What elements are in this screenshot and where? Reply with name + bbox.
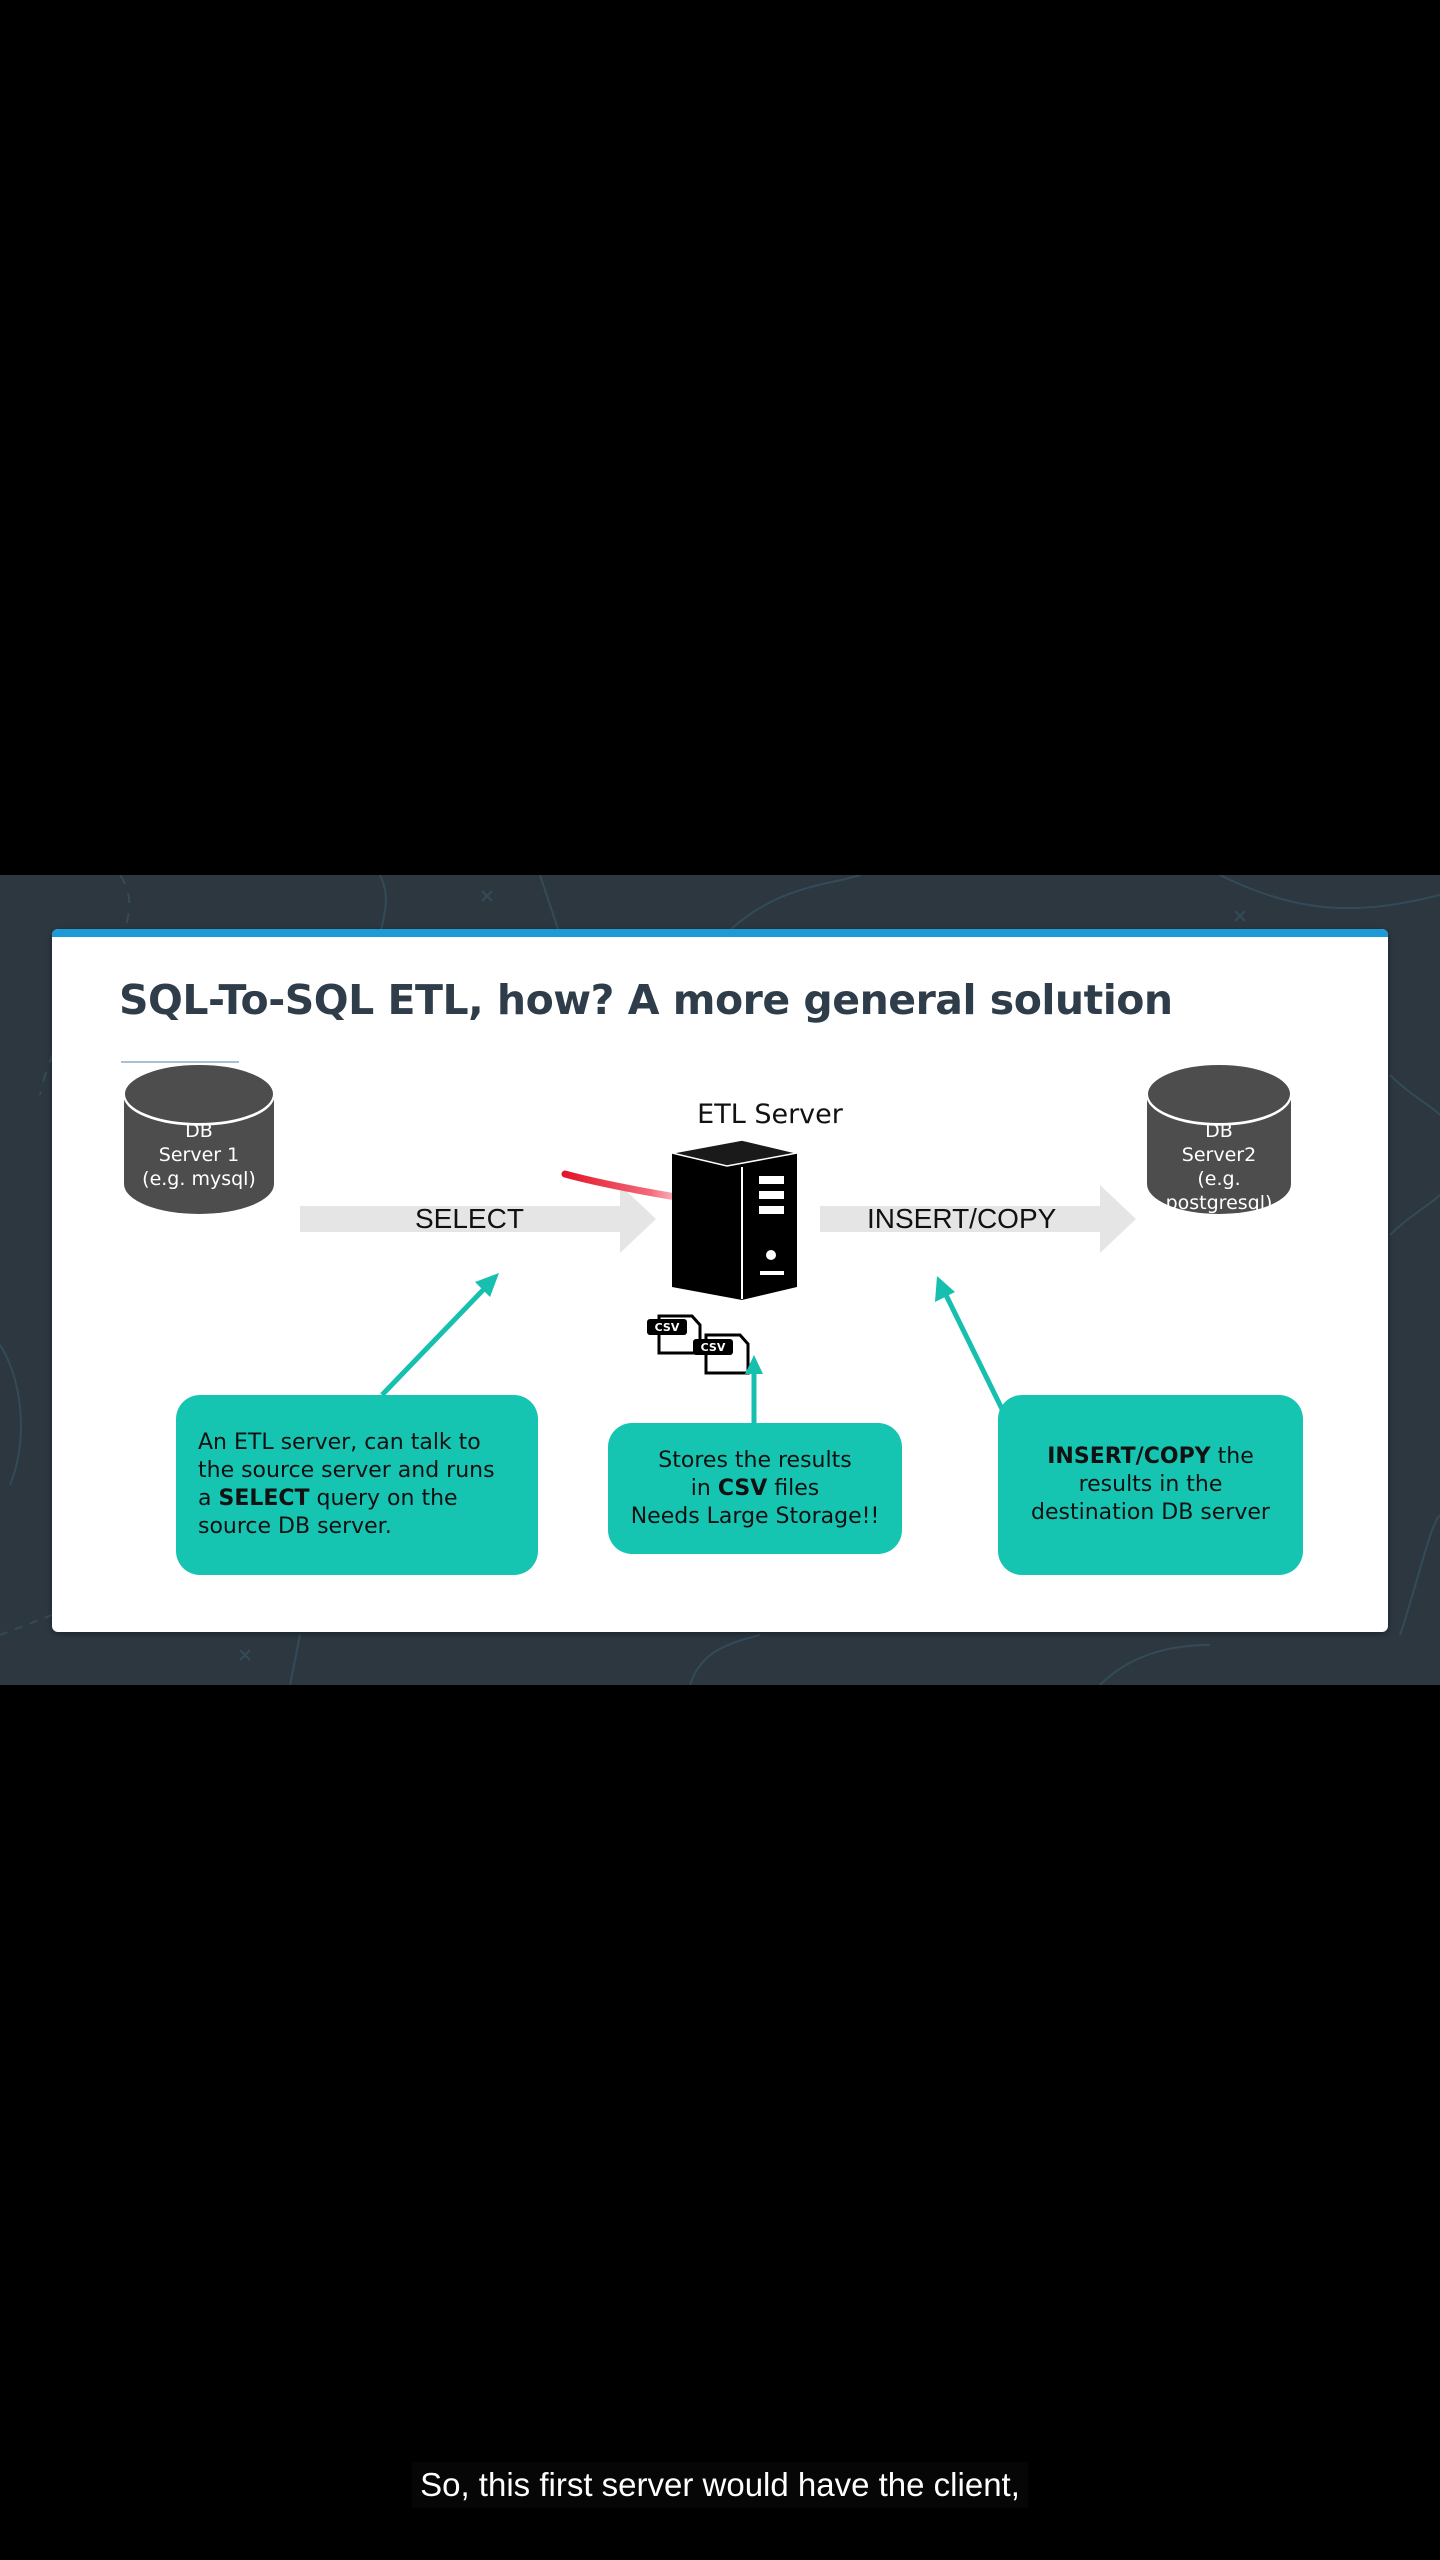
select-arrow-label: SELECT — [415, 1203, 524, 1234]
db-destination-label: DB Server2 (e.g. postgresql) — [1165, 1120, 1273, 1214]
callout-middle-line-2-post: files — [767, 1475, 820, 1501]
csv-file-icon: CSV — [647, 1314, 702, 1355]
insert-copy-arrow-label: INSERT/COPY — [867, 1203, 1057, 1234]
background-doodles — [0, 875, 1440, 1685]
callout-middle-line-1: Stores the results — [658, 1447, 852, 1473]
callout-left-line-3-pre: a — [198, 1486, 219, 1511]
callout-left: An ETL server, can talk to the source se… — [176, 1395, 538, 1575]
callout-left-line-1: An ETL server, can talk to — [198, 1430, 481, 1455]
subtitle-text: So, this first server would have the cli… — [412, 2462, 1028, 2508]
callout-middle-pointer-arrow — [745, 1355, 763, 1429]
svg-text:CSV: CSV — [701, 1341, 726, 1354]
db-destination-cylinder-icon — [1146, 1063, 1292, 1214]
db-source-label: DB Server 1 (e.g. mysql) — [142, 1120, 256, 1190]
svg-text:CSV: CSV — [655, 1321, 680, 1334]
insert-copy-arrow — [820, 1185, 1136, 1253]
server-tower-icon — [671, 1139, 798, 1300]
callout-right-line-1-post: the — [1210, 1444, 1254, 1469]
slide: SQL-To-SQL ETL, how? A more general solu… — [52, 929, 1388, 1632]
callout-left-select-keyword: SELECT — [218, 1486, 310, 1511]
callout-right: INSERT/COPY the results in the destinati… — [998, 1395, 1303, 1575]
callout-right-insert-copy-keyword: INSERT/COPY — [1047, 1444, 1211, 1469]
video-subtitle: So, this first server would have the cli… — [0, 2462, 1440, 2508]
callout-left-pointer-arrow — [380, 1273, 499, 1397]
slide-title: SQL-To-SQL ETL, how? A more general solu… — [119, 976, 1173, 1024]
callout-middle: Stores the results in CSV files Needs La… — [608, 1423, 902, 1554]
callout-right-line-3: destination DB server — [1031, 1500, 1270, 1525]
callout-middle-csv-keyword: CSV — [717, 1475, 768, 1501]
etl-server-label: ETL Server — [697, 1099, 843, 1130]
slide-accent-bar — [52, 929, 1388, 937]
callout-left-line-3-post: query on the — [309, 1486, 458, 1511]
db-source-cylinder-icon — [123, 1063, 275, 1214]
callout-right-pointer-arrow — [935, 1276, 1005, 1411]
callout-left-line-2: the source server and runs — [198, 1458, 495, 1483]
video-frame: SQL-To-SQL ETL, how? A more general solu… — [0, 875, 1440, 1685]
callout-left-line-4: source DB server. — [198, 1514, 392, 1539]
callout-middle-line-2-pre: in — [690, 1475, 718, 1501]
callout-right-line-2: results in the — [1078, 1472, 1223, 1497]
select-arrow — [300, 1185, 656, 1253]
csv-file-icon: CSV — [693, 1333, 750, 1375]
title-underline — [121, 1061, 239, 1063]
diagram-graphics: CSV CSV — [123, 1063, 1292, 1429]
callout-middle-line-3: Needs Large Storage!! — [630, 1503, 880, 1529]
